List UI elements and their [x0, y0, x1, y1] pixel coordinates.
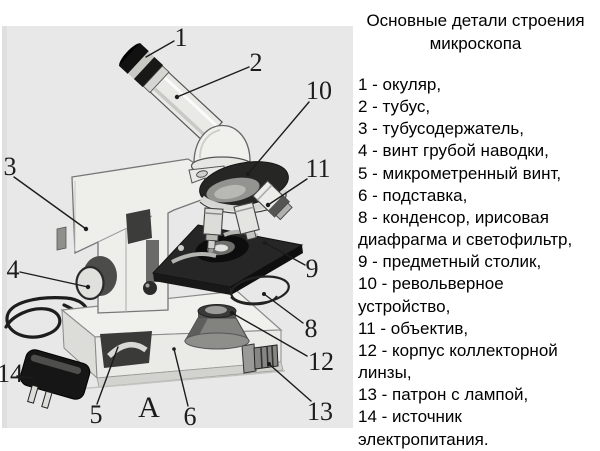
callout-13: 13 — [307, 397, 333, 426]
figure-letter: А — [138, 391, 160, 424]
objective-middle — [233, 201, 260, 241]
legend-line: 13 - патрон с лампой, — [358, 385, 529, 405]
legend-line: диафрагма и светофильтр, — [358, 230, 573, 250]
callout-14: 14 — [0, 359, 23, 388]
legend-line: 4 - винт грубой наводки, — [358, 141, 549, 161]
callout-1: 1 — [175, 23, 188, 52]
figure-background-edge — [2, 26, 7, 428]
legend-line: 3 - тубусодержатель, — [358, 119, 524, 139]
plug-prong — [41, 390, 53, 409]
lamp-socket — [241, 343, 279, 374]
power-adapter — [19, 349, 91, 409]
callout-dots — [83, 94, 271, 366]
legend-line: 6 - подставка, — [358, 185, 468, 205]
callout-6: 6 — [184, 402, 197, 431]
microscope-diagram: 1 2 3 4 5 6 8 9 10 11 12 13 14 А — [0, 23, 353, 431]
callout-3: 3 — [4, 152, 17, 181]
legend-panel: Основные детали строения микроскопа 1 - … — [353, 0, 600, 450]
legend-line: 10 - револьверное — [358, 274, 504, 294]
legend-line: устройство, — [358, 296, 451, 316]
callout-8: 8 — [305, 314, 318, 343]
callout-4: 4 — [7, 255, 20, 284]
callout-5: 5 — [90, 400, 103, 429]
coarse-focus-knob — [75, 256, 117, 301]
callout-lines — [13, 40, 312, 407]
legend-line: 8 - конденсор, ирисовая — [358, 207, 549, 227]
page-title: Основные детали строения микроскопа — [366, 11, 585, 53]
legend-line: электропитания. — [358, 429, 489, 449]
legend-line: 5 - микрометренный винт, — [358, 163, 562, 183]
callout-12: 12 — [308, 347, 334, 376]
legend-line: 12 - корпус коллекторной — [358, 340, 558, 360]
callout-numbers: 1 2 3 4 5 6 8 9 10 11 12 13 14 А — [0, 23, 334, 431]
legend-line: линзы, — [358, 363, 412, 383]
legend-line: 1 - окуляр, — [358, 75, 442, 94]
callout-10: 10 — [306, 76, 332, 105]
adjust-ball-knob — [143, 281, 157, 295]
objective-left — [202, 207, 224, 253]
plug-prong — [27, 384, 39, 404]
callout-2: 2 — [250, 48, 263, 77]
stage — [152, 224, 304, 295]
callout-11: 11 — [305, 154, 330, 183]
condenser-ring — [230, 275, 290, 306]
legend-line: 2 - тубус, — [358, 97, 431, 117]
collector-lens-housing — [184, 304, 250, 350]
callout-9: 9 — [306, 254, 319, 283]
legend-line: 11 - объектив, — [358, 318, 469, 338]
legend-line: 9 - предметный столик, — [358, 252, 542, 272]
legend-line: 14 - источник — [358, 407, 462, 427]
tube-and-eyepiece — [118, 43, 224, 143]
legend-list: 1 - окуляр, 2 - тубус, 3 - тубусодержате… — [353, 74, 600, 451]
objective-right — [252, 180, 293, 221]
